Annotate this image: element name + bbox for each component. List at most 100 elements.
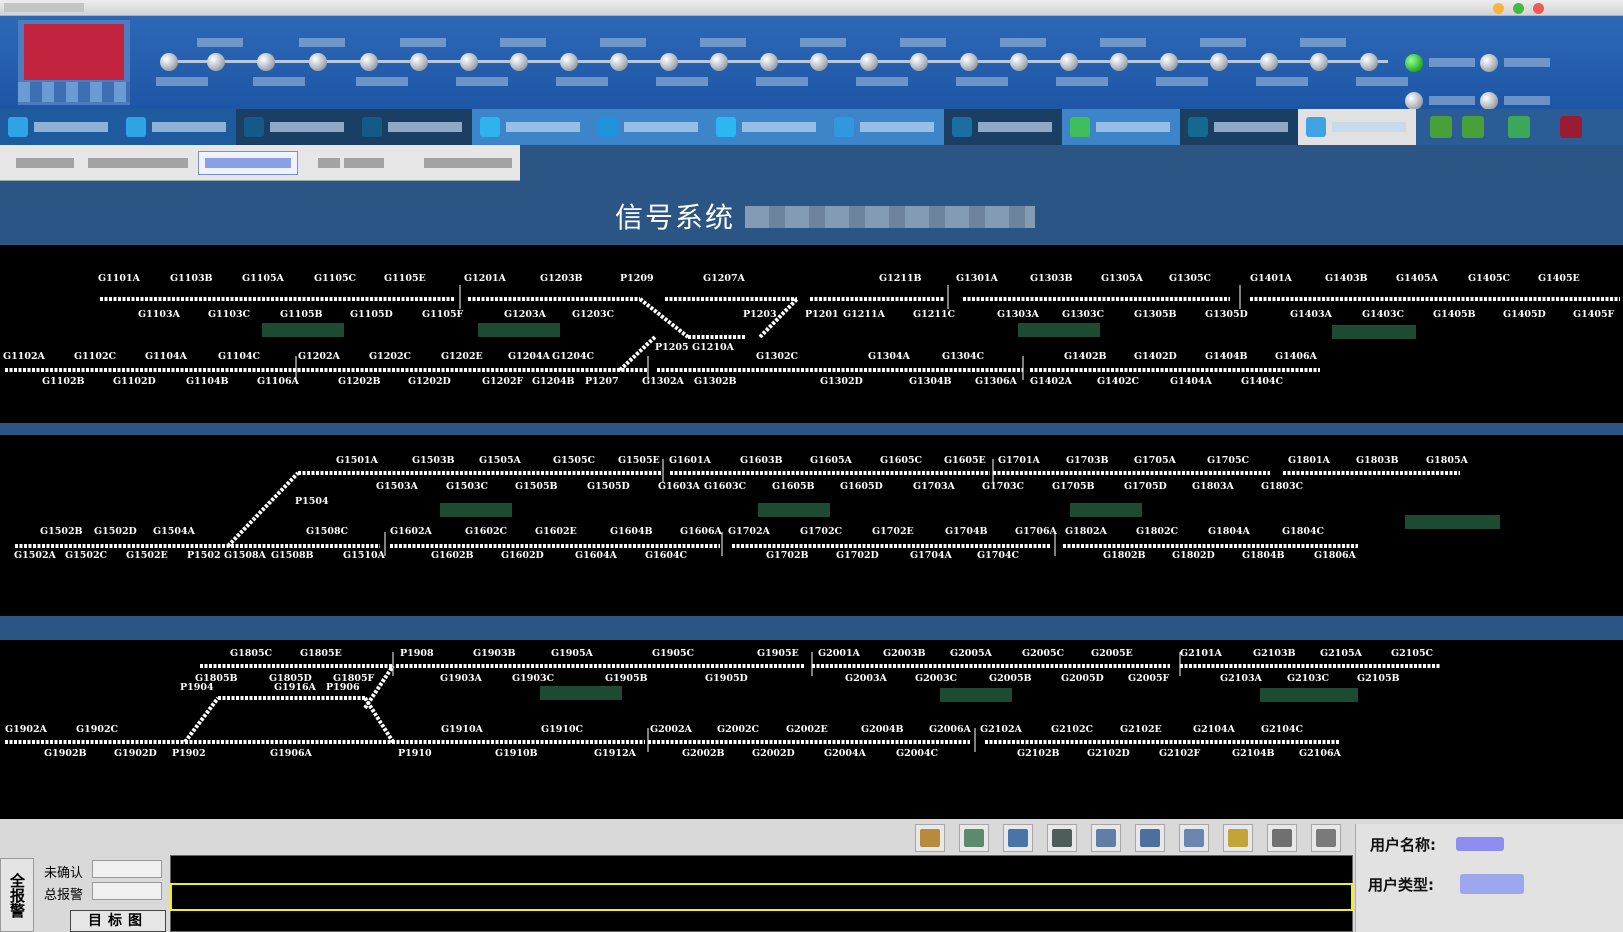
toolbar-button[interactable] bbox=[118, 109, 236, 145]
station-node[interactable] bbox=[207, 53, 225, 71]
station-node[interactable] bbox=[560, 53, 578, 71]
maximize-button[interactable] bbox=[1513, 3, 1524, 14]
track-label: P1502 bbox=[187, 550, 221, 561]
station-node[interactable] bbox=[160, 53, 178, 71]
track-segment[interactable] bbox=[363, 696, 395, 744]
user-button[interactable] bbox=[1179, 824, 1209, 852]
track-label: G2103A bbox=[1220, 673, 1263, 684]
undo-icon[interactable] bbox=[1430, 116, 1452, 138]
station-node[interactable] bbox=[710, 53, 728, 71]
track-label: G1705D bbox=[1124, 481, 1167, 492]
toolbar-button[interactable] bbox=[236, 109, 354, 145]
track-label: G1106A bbox=[257, 376, 300, 387]
station-node[interactable] bbox=[1210, 53, 1228, 71]
track-label: G2102B bbox=[1017, 748, 1060, 759]
station-node[interactable] bbox=[1110, 53, 1128, 71]
station-node[interactable] bbox=[960, 53, 978, 71]
toolbar-button[interactable] bbox=[354, 109, 472, 145]
toolbar-icon bbox=[1070, 117, 1090, 137]
triangle-button[interactable] bbox=[1091, 824, 1121, 852]
track-label: G1804C bbox=[1282, 526, 1325, 537]
track-label: G1806A bbox=[1314, 550, 1357, 561]
track-label: G1201A bbox=[464, 273, 507, 284]
track-label: G1905D bbox=[705, 673, 748, 684]
print-button[interactable] bbox=[1267, 824, 1297, 852]
help-button[interactable] bbox=[1311, 824, 1341, 852]
subtab-3[interactable] bbox=[198, 151, 298, 175]
station-node[interactable] bbox=[410, 53, 428, 71]
track-label: G1104C bbox=[218, 351, 261, 362]
station-node[interactable] bbox=[1260, 53, 1278, 71]
station-label bbox=[1200, 38, 1246, 47]
toolbar-button[interactable] bbox=[1298, 109, 1416, 145]
track-segment[interactable] bbox=[363, 664, 395, 710]
track-label: G1404A bbox=[1170, 376, 1213, 387]
target-map-button[interactable]: 目标图 bbox=[70, 910, 166, 932]
toolbar-button[interactable] bbox=[1062, 109, 1180, 145]
toolbar-icon bbox=[362, 117, 382, 137]
track-status-block bbox=[1070, 503, 1142, 517]
lock-button[interactable] bbox=[1223, 824, 1253, 852]
station-node[interactable] bbox=[510, 53, 528, 71]
station-node[interactable] bbox=[1310, 53, 1328, 71]
toolbar-button[interactable] bbox=[472, 109, 590, 145]
station-node[interactable] bbox=[360, 53, 378, 71]
toolbar-button[interactable] bbox=[590, 109, 708, 145]
track-segment[interactable] bbox=[618, 335, 657, 372]
station-node[interactable] bbox=[257, 53, 275, 71]
station-node[interactable] bbox=[610, 53, 628, 71]
tools-button[interactable] bbox=[915, 824, 945, 852]
toolbar-button[interactable] bbox=[0, 109, 118, 145]
station-node[interactable] bbox=[460, 53, 478, 71]
station-label bbox=[556, 77, 608, 86]
track-segment[interactable] bbox=[638, 297, 690, 339]
track-label: G1910A bbox=[441, 724, 484, 735]
subtab-2[interactable] bbox=[82, 151, 194, 175]
subtab-4[interactable] bbox=[312, 151, 390, 175]
track-segment[interactable] bbox=[226, 471, 300, 548]
station-node[interactable] bbox=[1360, 53, 1378, 71]
all-alarm-button[interactable]: 全报警 bbox=[0, 858, 34, 932]
subtab-5[interactable] bbox=[418, 151, 518, 175]
toolbar-button[interactable] bbox=[944, 109, 1062, 145]
track-label: G2103C bbox=[1287, 673, 1330, 684]
track-label: G1905A bbox=[551, 648, 594, 659]
track-label: P1908 bbox=[400, 648, 434, 659]
station-node[interactable] bbox=[309, 53, 327, 71]
track-label: G1905B bbox=[605, 673, 648, 684]
station-node[interactable] bbox=[1160, 53, 1178, 71]
minimize-button[interactable] bbox=[1493, 3, 1504, 14]
track-label: G1303A bbox=[997, 309, 1040, 320]
status-indicator bbox=[1405, 54, 1423, 72]
layout-button[interactable] bbox=[1003, 824, 1033, 852]
track-label: G1605A bbox=[810, 455, 853, 466]
redo-icon[interactable] bbox=[1462, 116, 1484, 138]
track-label: G1502E bbox=[126, 550, 168, 561]
station-node[interactable] bbox=[660, 53, 678, 71]
monitor-button[interactable] bbox=[1047, 824, 1077, 852]
total-alarm-label: 总报警 bbox=[44, 888, 84, 903]
exit-icon[interactable] bbox=[1560, 116, 1582, 138]
station-node[interactable] bbox=[1060, 53, 1078, 71]
track-label: G1503A bbox=[376, 481, 419, 492]
track-label: G1705B bbox=[1052, 481, 1095, 492]
toolbar-button[interactable] bbox=[826, 109, 944, 145]
station-node[interactable] bbox=[910, 53, 928, 71]
chart-button[interactable] bbox=[1135, 824, 1165, 852]
track-label: G1202C bbox=[369, 351, 412, 362]
close-button[interactable] bbox=[1533, 3, 1544, 14]
track-label: G1203C bbox=[572, 309, 615, 320]
track-segment[interactable] bbox=[183, 696, 220, 744]
app-icon[interactable] bbox=[1508, 116, 1530, 138]
network-button[interactable] bbox=[959, 824, 989, 852]
subtab-1[interactable] bbox=[10, 151, 80, 175]
station-node[interactable] bbox=[760, 53, 778, 71]
station-node[interactable] bbox=[1010, 53, 1028, 71]
station-node[interactable] bbox=[810, 53, 828, 71]
station-node[interactable] bbox=[860, 53, 878, 71]
track-label: G1704A bbox=[910, 550, 953, 561]
toolbar-button[interactable] bbox=[708, 109, 826, 145]
track-label: G1703B bbox=[1066, 455, 1109, 466]
toolbar-button[interactable] bbox=[1180, 109, 1298, 145]
track-label: G1705A bbox=[1134, 455, 1177, 466]
